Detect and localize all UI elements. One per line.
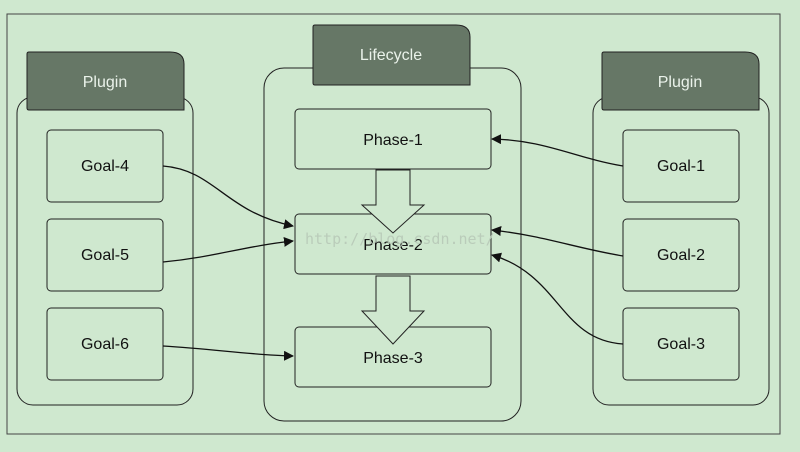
connector-goal-4-phase-2 [162,165,294,230]
goal-3-label: Goal-3 [657,336,705,353]
goal-2-box [622,218,740,292]
binding-connectors [162,134,624,361]
left-plugin-title: Plugin [83,74,127,91]
lifecycle-tab [312,24,471,86]
goal-2-label: Goal-2 [657,247,705,264]
goal-4-label: Goal-4 [81,158,129,175]
goal-5-box [46,218,164,292]
goal-5-label: Goal-5 [81,247,129,264]
phase-1-to-2-arrow [360,169,426,234]
phase-1-label: Phase-1 [363,132,423,149]
connector-goal-5-phase-2 [162,236,294,263]
watermark-text: http://blog.csdn.net/ [305,230,495,248]
phase-3-label: Phase-3 [363,350,423,367]
goal-6-box [46,307,164,381]
goal-1-label: Goal-1 [657,158,705,175]
phase-2-label: Phase-2 [363,237,423,254]
connector-goal-1-phase-1 [491,134,624,167]
right-plugin-title: Plugin [658,74,702,91]
connector-goal-6-phase-3 [162,345,294,361]
left-plugin: Plugin Goal-4 Goal-5 Goal-6 [16,51,194,406]
goal-6-label: Goal-6 [81,336,129,353]
phase-2-to-3-arrow [360,275,426,345]
right-plugin-tab [601,51,760,111]
lifecycle-title: Lifecycle [360,47,422,64]
connector-goal-2-phase-2 [491,226,624,257]
left-plugin-tab [26,51,185,111]
lifecycle: Lifecycle Phase-1 Phase-2 Phase-3 [263,24,522,422]
connector-goal-3-phase-2 [491,252,624,345]
phase-1-box [294,108,492,170]
